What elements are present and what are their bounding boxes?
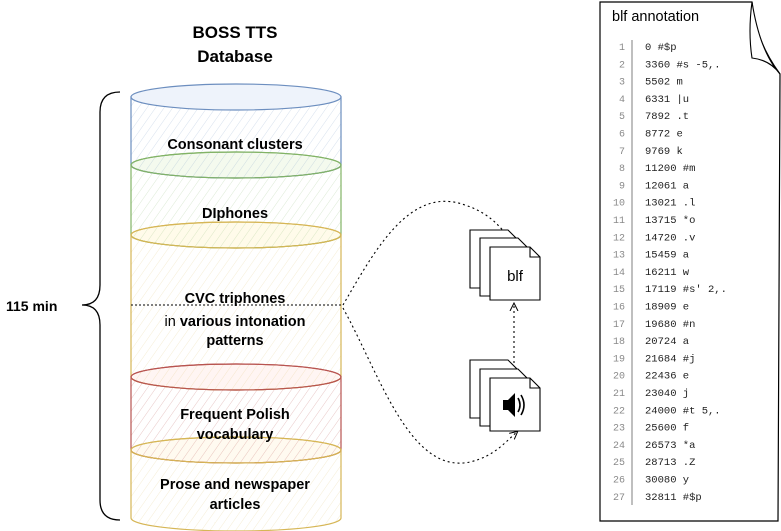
- annotation-line-text: 6331 |u: [645, 94, 689, 106]
- segment-label-cvc-prefix: in: [165, 314, 176, 330]
- segment-label-consonant-clusters: Consonant clusters: [167, 137, 302, 153]
- segment-label-cvc-line2: in various intonation: [165, 314, 306, 330]
- annotation-line-text: 22436 e: [645, 371, 689, 383]
- annotation-line-text: 28713 .Z: [645, 457, 695, 469]
- annotation-line-number: 8: [619, 164, 625, 175]
- annotation-line-text: 9769 k: [645, 146, 683, 158]
- connector-to-audio: [342, 307, 517, 464]
- annotation-line-number: 12: [613, 233, 625, 244]
- annotation-line-text: 16211 w: [645, 267, 690, 279]
- annotation-lines: 1 0 #$p 2 3360 #s -5,. 3 5502 m 4 6331 |u 5 7892 …: [613, 42, 727, 504]
- blf-annotation-panel: blf annotation 1 0 #$p 2 3360 #s -5,. 3 5502 …: [599, 1, 781, 522]
- segment-label-frequent-line2: vocabulary: [197, 427, 274, 443]
- segment-label-cvc-emph: various intonation: [180, 314, 306, 330]
- blf-label: blf: [507, 268, 524, 285]
- annotation-line-number: 7: [619, 147, 625, 158]
- segment-label-prose-line1: Prose and newspaper: [160, 477, 310, 493]
- segment-label-cvc-line1: CVC triphones: [185, 291, 286, 307]
- annotation-line-text: 21684 #j: [645, 353, 695, 365]
- annotation-line-number: 22: [613, 406, 625, 417]
- annotation-line-text: 24000 #t 5,.: [645, 405, 721, 417]
- annotation-line-number: 17: [613, 320, 625, 331]
- annotation-line-text: 26573 *a: [645, 440, 695, 452]
- annotation-line-text: 32811 #$p: [645, 492, 702, 504]
- blf-file-stack[interactable]: blf: [469, 229, 541, 301]
- annotation-line-text: 17119 #s' 2,.: [645, 284, 727, 296]
- speaker-icon: [503, 393, 525, 417]
- annotation-line-number: 6: [619, 130, 625, 141]
- annotation-line-text: 18909 e: [645, 302, 689, 314]
- annotation-line-number: 2: [619, 60, 625, 71]
- annotation-line-text: 14720 .v: [645, 232, 695, 244]
- annotation-line-text: 3360 #s -5,.: [645, 59, 721, 71]
- annotation-line-number: 19: [613, 354, 625, 365]
- annotation-line-text: 20724 a: [645, 336, 689, 348]
- database-title-line2: Database: [197, 47, 273, 66]
- annotation-line-number: 13: [613, 251, 625, 262]
- annotation-line-text: 11200 #m: [645, 163, 695, 175]
- database-title-line1: BOSS TTS: [192, 23, 277, 42]
- duration-label: 115 min: [6, 298, 57, 314]
- annotation-line-number: 15: [613, 285, 625, 296]
- annotation-line-number: 27: [613, 493, 625, 504]
- annotation-line-text: 7892 .t: [645, 111, 689, 123]
- annotation-line-text: 15459 a: [645, 250, 689, 262]
- audio-file-stack[interactable]: [469, 359, 541, 432]
- annotation-line-number: 20: [613, 372, 625, 383]
- segment-label-diphones: DIphones: [202, 206, 268, 222]
- annotation-line-number: 4: [619, 95, 625, 106]
- annotation-line-number: 16: [613, 303, 625, 314]
- annotation-line-number: 21: [613, 389, 625, 400]
- segment-label-prose-line2: articles: [210, 497, 261, 513]
- connector-to-blf: [342, 200, 518, 306]
- annotation-line-number: 1: [619, 43, 625, 54]
- segment-label-frequent-line1: Frequent Polish: [180, 407, 290, 423]
- annotation-line-text: 23040 j: [645, 388, 689, 400]
- annotation-line-text: 13021 .l: [645, 198, 695, 210]
- annotation-line-text: 0 #$p: [645, 42, 677, 54]
- annotation-line-text: 13715 *o: [645, 215, 695, 227]
- duration-brace: [81, 91, 121, 521]
- annotation-line-number: 23: [613, 424, 625, 435]
- annotation-line-text: 30080 y: [645, 475, 689, 487]
- annotation-line-text: 8772 e: [645, 129, 683, 141]
- annotation-line-number: 24: [613, 441, 625, 452]
- annotation-line-number: 26: [613, 476, 625, 487]
- annotation-line-number: 14: [613, 268, 625, 279]
- annotation-line-number: 18: [613, 337, 625, 348]
- annotation-line-number: 11: [613, 216, 625, 227]
- annotation-line-text: 19680 #n: [645, 319, 695, 331]
- annotation-title: blf annotation: [612, 9, 699, 25]
- annotation-line-number: 9: [619, 181, 625, 192]
- annotation-line-text: 5502 m: [645, 77, 683, 89]
- annotation-line-number: 3: [619, 78, 625, 89]
- annotation-line-number: 10: [613, 199, 625, 210]
- segment-consonant-clusters: [130, 83, 342, 179]
- annotation-line-text: 25600 f: [645, 423, 689, 435]
- annotation-line-number: 25: [613, 458, 625, 469]
- segment-label-cvc-line3: patterns: [206, 333, 263, 349]
- annotation-line-text: 12061 a: [645, 180, 689, 192]
- annotation-line-number: 5: [619, 112, 625, 123]
